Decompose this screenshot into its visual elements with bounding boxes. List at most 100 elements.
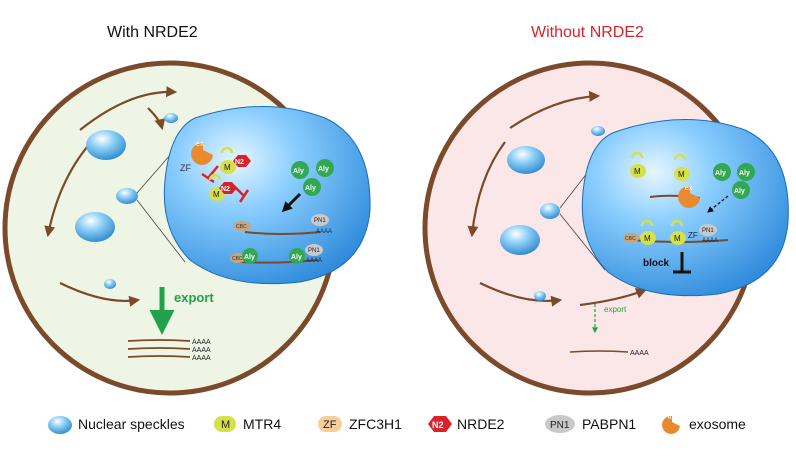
right-aly-1-label: Aly xyxy=(715,170,726,177)
right-mrna-pn1: PN1 xyxy=(702,228,714,234)
right-block-symbol xyxy=(673,252,691,274)
left-mrna-1: CBC PN1 AAAA xyxy=(233,214,332,235)
right-aly-1: Aly xyxy=(713,163,731,181)
left-exported-polya-1: AAAA xyxy=(192,339,211,346)
right-mtr4-2-label: M xyxy=(678,170,685,179)
right-zoom-speckle xyxy=(581,119,789,297)
left-zf-label: ZF xyxy=(180,163,191,173)
right-speckle-5 xyxy=(534,291,546,301)
left-mrna-2-polya: AAAA xyxy=(306,258,322,264)
left-speckle-3 xyxy=(116,188,138,204)
right-aly-3-label: Aly xyxy=(734,188,745,195)
left-aly-3-label: Aly xyxy=(305,185,316,192)
left-black-arrow xyxy=(281,192,302,213)
left-zoom-line-bottom xyxy=(136,199,186,263)
legend-mtr4-label: MTR4 xyxy=(243,416,282,432)
left-mtr4-2: M xyxy=(208,173,225,201)
legend-exosome: exosome xyxy=(689,416,746,432)
right-zoom-line-bottom xyxy=(559,213,606,271)
right-panel: M M ex Aly Aly Aly CBC xyxy=(422,60,789,396)
right-mrna: CBC M M ZF PN1 AAAA xyxy=(623,219,729,245)
left-mrna-2-aly-2: Aly xyxy=(291,254,302,261)
right-speckle-3 xyxy=(540,203,560,219)
legend-pn1-icon-label: PN1 xyxy=(550,420,570,431)
right-mtr4-exosome: M ex xyxy=(649,153,701,208)
legend-shapes: M ZF N2 PN1 ex xyxy=(48,415,680,434)
left-exported-polya-2: AAAA xyxy=(192,347,211,354)
right-block-label: block xyxy=(643,258,670,269)
legend-exosome-icon-label: ex xyxy=(668,415,674,421)
legend-zfc3h1: ZFC3H1 xyxy=(349,416,402,432)
right-mtr4-free: M xyxy=(630,151,646,178)
legend-pn1-icon xyxy=(545,415,575,433)
legend-pabpn1-label: PABPN1 xyxy=(582,416,637,432)
legend-speckle-icon xyxy=(48,416,72,434)
left-mrna-1-pn1: PN1 xyxy=(314,218,326,224)
left-nrde2-1: N2 xyxy=(233,155,251,167)
right-mtr4-free-label: M xyxy=(634,167,641,176)
left-speckle-5 xyxy=(104,279,116,289)
left-nrde2-2-label: N2 xyxy=(221,186,230,193)
right-aly-3: Aly xyxy=(732,181,750,199)
left-panel-title: With NRDE2 xyxy=(107,24,198,41)
legend: Nuclear speckles MTR4 ZFC3H1 NRDE2 PABPN… xyxy=(0,412,796,442)
legend-speckles-label: Nuclear speckles xyxy=(78,416,185,432)
right-aly-2: Aly xyxy=(737,163,755,181)
left-zoom-speckle xyxy=(163,106,371,285)
left-aly-2: Aly xyxy=(316,159,334,177)
left-panel: ex ZF M N2 M N2 xyxy=(2,60,371,396)
right-dashed-arrow xyxy=(706,195,729,213)
legend-mtr4: MTR4 xyxy=(243,416,281,432)
right-exported-mrna xyxy=(569,350,629,353)
legend-mtr4-icon-label: M xyxy=(221,419,230,431)
left-mrna-2: CBC Aly Aly PN1 AAAA xyxy=(230,244,323,264)
left-speckle-4 xyxy=(75,212,115,242)
legend-nrde2-icon xyxy=(428,416,452,432)
right-mrna-m1: M xyxy=(644,234,651,243)
legend-zf-icon xyxy=(318,416,342,432)
legend-nrde2: NRDE2 xyxy=(457,416,504,432)
left-mrna-1-polya: AAAA xyxy=(316,229,332,235)
left-mrna-2-cbc: CBC xyxy=(232,256,243,262)
left-aly-1: Aly xyxy=(291,161,309,179)
right-panel-title: Without NRDE2 xyxy=(531,24,644,41)
right-speckle-2 xyxy=(591,126,605,136)
left-mrna-2-pn1: PN1 xyxy=(308,248,320,254)
left-speckle-1 xyxy=(86,130,126,160)
right-speckle-1 xyxy=(507,146,545,174)
right-exosome-label: ex xyxy=(685,185,693,192)
right-exported-polya: AAAA xyxy=(630,350,649,357)
legend-mtr4-icon xyxy=(214,416,236,432)
left-nrde2-2: N2 xyxy=(219,182,237,194)
left-export-label: export xyxy=(174,290,214,305)
left-aly-2-label: Aly xyxy=(318,166,329,173)
legend-zfc3h1-label: ZFC3H1 xyxy=(349,416,402,432)
left-inhibition-1 xyxy=(201,165,219,184)
left-mtr4-2-label: M xyxy=(213,190,220,199)
legend-zf-icon-label: ZF xyxy=(323,419,337,431)
left-exosome: ex xyxy=(191,141,213,165)
right-aly-2-label: Aly xyxy=(739,170,750,177)
right-mrna-cbc: CBC xyxy=(625,236,636,242)
left-nrde2-1-label: N2 xyxy=(235,159,244,166)
left-aly-1-label: Aly xyxy=(293,168,304,175)
legend-exosome-icon xyxy=(662,415,680,434)
right-mrna-zf: ZF xyxy=(688,231,698,240)
left-mtr4-1: M xyxy=(220,146,236,174)
left-aly-3: Aly xyxy=(303,178,321,196)
right-export-label: export xyxy=(604,305,627,314)
right-mrna-m2: M xyxy=(674,234,681,243)
left-exosome-label: ex xyxy=(196,141,204,148)
legend-exosome-label: exosome xyxy=(689,416,746,432)
right-speckle-4 xyxy=(500,225,540,255)
legend-nrde2-icon-label: N2 xyxy=(432,420,444,430)
left-mtr4-1-label: M xyxy=(224,163,231,172)
left-exported-polya-3: AAAA xyxy=(192,355,211,362)
right-circulation-arrows xyxy=(467,90,648,307)
left-speckle-2 xyxy=(164,113,178,123)
legend-pabpn1: PABPN1 xyxy=(582,416,636,432)
legend-speckles: Nuclear speckles xyxy=(78,416,185,432)
left-mrna-1-cbc: CBC xyxy=(236,224,247,230)
